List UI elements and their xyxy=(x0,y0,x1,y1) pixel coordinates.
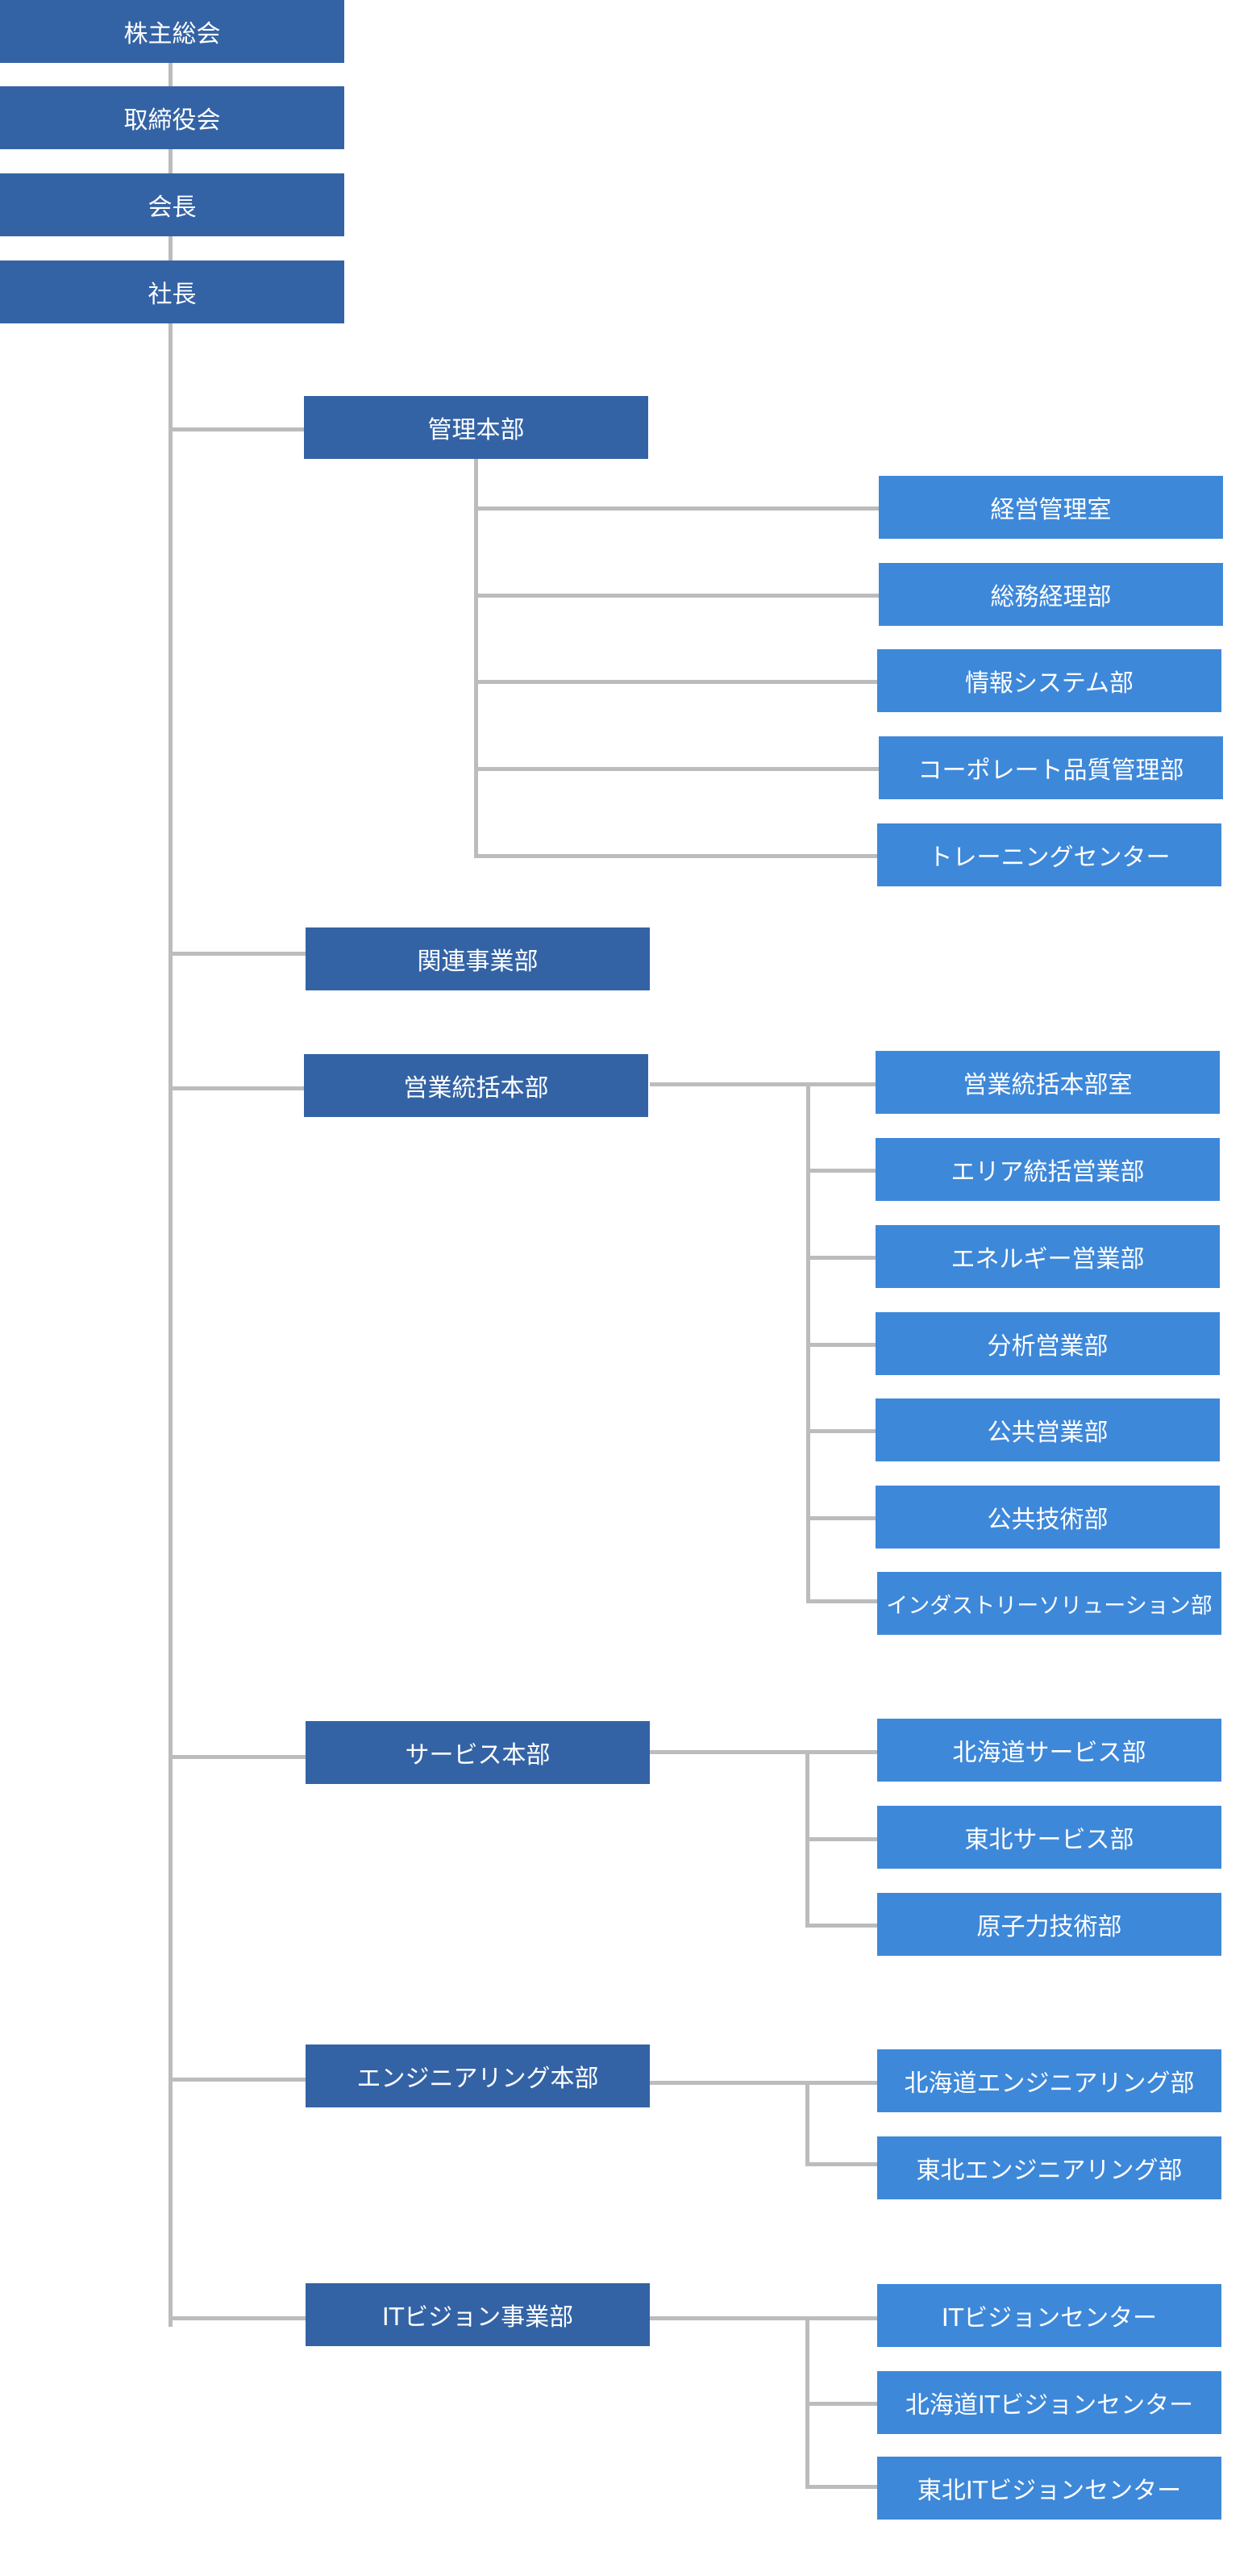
department-box: 東北エンジニアリング部 xyxy=(877,2136,1221,2199)
connector-line xyxy=(168,1755,306,1759)
department-box: 東北ITビジョンセンター xyxy=(877,2457,1221,2520)
connector-line xyxy=(650,2316,877,2320)
department-box: コーポレート品質管理部 xyxy=(879,736,1223,799)
connector-line xyxy=(806,1516,876,1520)
department-box: 営業統括本部室 xyxy=(876,1051,1220,1114)
connector-line xyxy=(474,767,879,771)
department-box: 北海道エンジニアリング部 xyxy=(877,2049,1221,2112)
department-box: インダストリーソリューション部 xyxy=(877,1572,1221,1635)
connector-line xyxy=(806,1169,876,1173)
connector-line xyxy=(650,2081,877,2085)
connector-line xyxy=(474,458,478,858)
department-box: 原子力技術部 xyxy=(877,1893,1221,1956)
connector-line xyxy=(805,2081,809,2166)
department-box: 情報システム部 xyxy=(877,649,1221,712)
connector-line xyxy=(474,854,877,858)
department-box: エリア統括営業部 xyxy=(876,1138,1220,1201)
connector-line xyxy=(806,1429,876,1433)
connector-line xyxy=(805,1837,877,1841)
division-box: 管理本部 xyxy=(304,396,648,459)
executive-box: 株主総会 xyxy=(0,0,344,63)
executive-box: 取締役会 xyxy=(0,86,344,149)
connector-line xyxy=(168,2316,306,2320)
connector-line xyxy=(474,594,879,598)
department-box: トレーニングセンター xyxy=(877,823,1221,886)
department-box: 東北サービス部 xyxy=(877,1806,1221,1869)
department-box: 総務経理部 xyxy=(879,563,1223,626)
connector-line xyxy=(805,2402,877,2406)
connector-line xyxy=(168,63,173,1015)
division-box: ITビジョン事業部 xyxy=(306,2283,650,2346)
connector-line xyxy=(168,952,306,956)
department-box: ITビジョンセンター xyxy=(877,2284,1221,2347)
division-box: 営業統括本部 xyxy=(304,1054,648,1117)
executive-box: 社長 xyxy=(0,261,344,323)
connector-line xyxy=(474,506,879,511)
department-box: 北海道ITビジョンセンター xyxy=(877,2371,1221,2434)
connector-line xyxy=(806,1599,877,1603)
connector-line xyxy=(168,1012,173,2327)
division-box: サービス本部 xyxy=(306,1721,650,1784)
connector-line xyxy=(805,2162,877,2166)
connector-line xyxy=(805,2485,877,2489)
connector-line xyxy=(806,1343,876,1347)
connector-line xyxy=(474,680,877,684)
division-box: 関連事業部 xyxy=(306,927,650,990)
department-box: 分析営業部 xyxy=(876,1312,1220,1375)
connector-line xyxy=(168,2078,306,2082)
department-box: エネルギー営業部 xyxy=(876,1225,1220,1288)
connector-line xyxy=(650,1082,876,1086)
connector-line xyxy=(650,1750,877,1754)
executive-box: 会長 xyxy=(0,173,344,236)
department-box: 公共営業部 xyxy=(876,1398,1220,1461)
connector-line xyxy=(806,1256,876,1260)
department-box: 北海道サービス部 xyxy=(877,1719,1221,1782)
connector-line xyxy=(168,427,304,431)
connector-line xyxy=(805,1924,877,1928)
connector-line xyxy=(168,1086,304,1090)
department-box: 経営管理室 xyxy=(879,476,1223,539)
division-box: エンジニアリング本部 xyxy=(306,2045,650,2107)
department-box: 公共技術部 xyxy=(876,1486,1220,1549)
